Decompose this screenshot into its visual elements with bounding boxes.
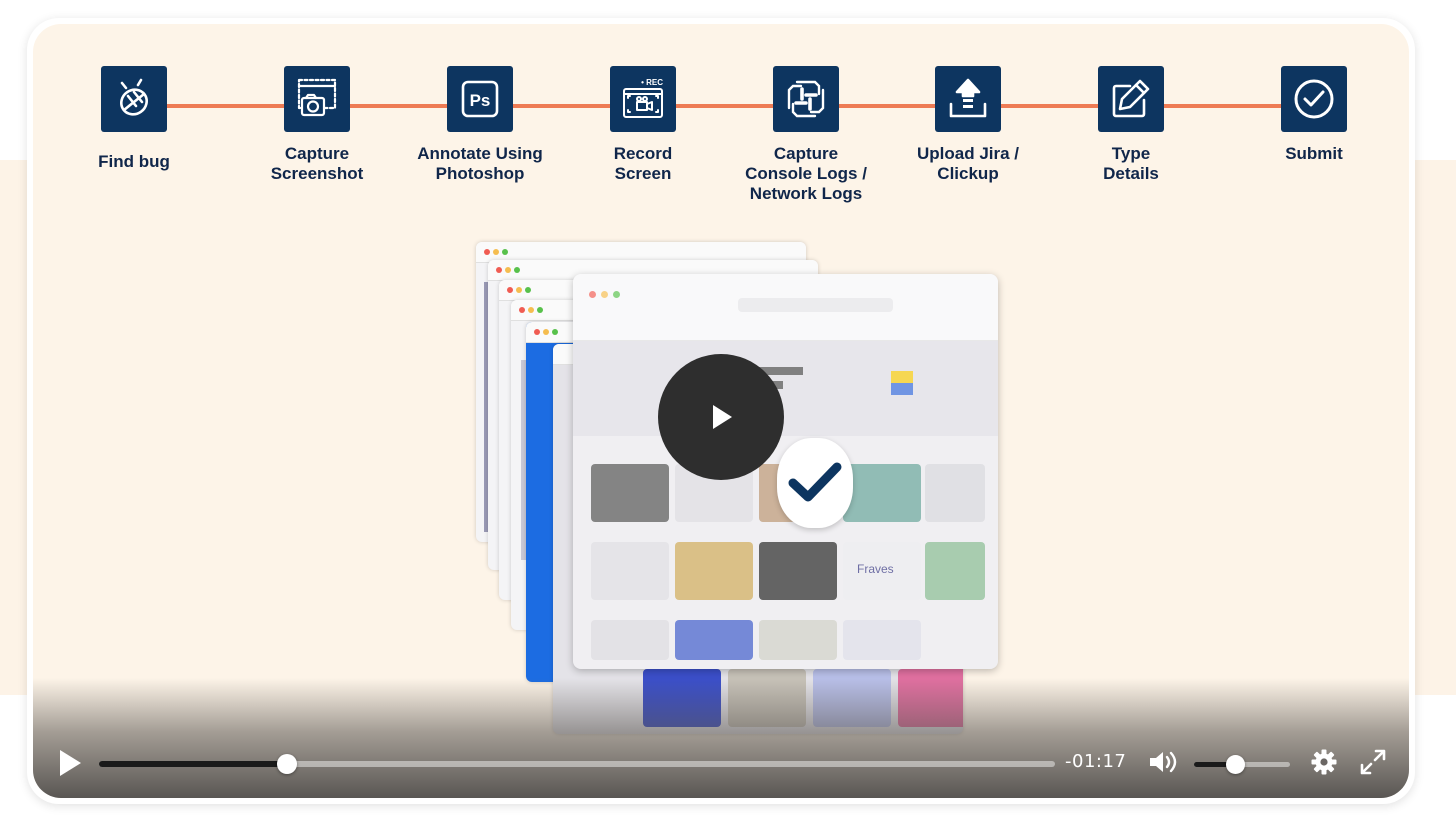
screenshot-camera-icon — [284, 66, 350, 132]
workflow-step-submit: Submit — [1224, 66, 1404, 164]
video-stage[interactable]: Find bug Capture Screenshot Ps — [33, 24, 1409, 798]
step-label: Upload Jira / Clickup — [916, 144, 1020, 183]
progress-bar[interactable] — [99, 754, 1055, 774]
controls-gradient — [33, 678, 1409, 798]
gear-icon — [1311, 749, 1337, 775]
workflow-step-capture-screenshot: Capture Screenshot — [227, 66, 407, 184]
volume-fill — [1194, 762, 1236, 767]
svg-text:Ps: Ps — [470, 91, 491, 110]
volume-icon — [1150, 751, 1177, 773]
settings-button[interactable] — [1310, 748, 1338, 776]
time-remaining: -01:17 — [1065, 751, 1127, 772]
step-label: Record Screen — [613, 144, 673, 183]
step-label: Submit — [1285, 144, 1343, 163]
rec-badge: • REC — [641, 78, 663, 87]
volume-handle[interactable] — [1226, 755, 1246, 774]
slack-logo-icon — [773, 66, 839, 132]
workflow-step-type-details: Type Details — [1041, 66, 1221, 184]
volume-button[interactable] — [1148, 749, 1180, 775]
fullscreen-button[interactable] — [1359, 748, 1387, 776]
step-label: Capture Console Logs / Network Logs — [745, 144, 867, 203]
workflow-step-annotate-photoshop: Ps Annotate Using Photoshop — [390, 66, 570, 184]
edit-pencil-icon — [1098, 66, 1164, 132]
workflow-step-record-screen: • REC Record Screen — [553, 66, 733, 184]
step-label: Annotate Using Photoshop — [417, 144, 543, 183]
fake-logo-text: Fraves — [857, 562, 894, 576]
workflow-step-find-bug: Find bug — [44, 66, 224, 172]
step-label: Find bug — [98, 152, 170, 171]
play-button[interactable] — [57, 748, 83, 778]
check-icon — [788, 462, 842, 502]
big-play-button[interactable] — [658, 354, 784, 480]
browser-address-bar — [738, 298, 893, 312]
browser-toolbar — [573, 274, 998, 341]
workflow-step-capture-logs: Capture Console Logs / Network Logs — [716, 66, 896, 204]
upload-icon — [935, 66, 1001, 132]
volume-slider[interactable] — [1194, 755, 1290, 774]
workflow-connector-line — [133, 104, 1347, 108]
fullscreen-icon — [1360, 749, 1386, 775]
step-label: Type Details — [1103, 144, 1159, 183]
progress-fill — [99, 761, 288, 767]
progress-scrubber[interactable] — [277, 754, 298, 774]
screen-record-icon: • REC — [610, 66, 676, 132]
check-circle-icon — [1281, 66, 1347, 132]
step-label: Capture Screenshot — [270, 144, 364, 183]
check-mark-badge — [777, 438, 853, 528]
photoshop-icon: Ps — [447, 66, 513, 132]
play-icon — [60, 750, 81, 776]
website-hero — [573, 341, 998, 436]
bug-icon — [101, 66, 167, 132]
workflow-step-upload-jira: Upload Jira / Clickup — [878, 66, 1058, 184]
play-icon — [713, 405, 732, 429]
video-player[interactable]: Find bug Capture Screenshot Ps — [27, 18, 1415, 804]
